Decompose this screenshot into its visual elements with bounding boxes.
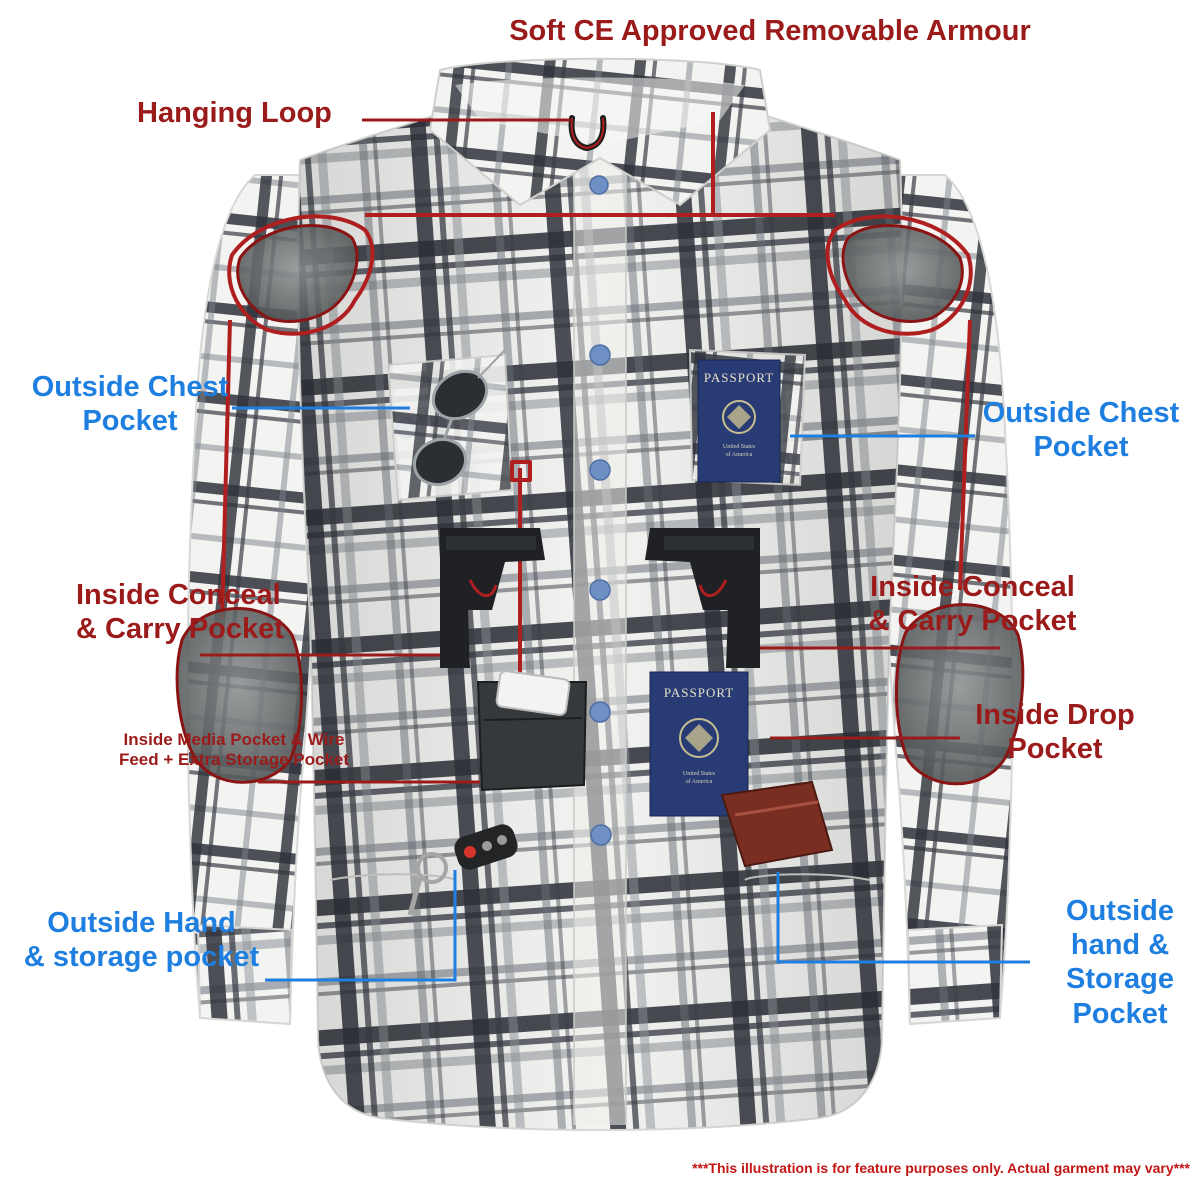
disclaimer-note: ***This illustration is for feature purp…: [600, 1160, 1190, 1176]
passport-bottom-icon: PASSPORT United States of America: [649, 671, 749, 817]
label-hand-right-line3: Storage: [1066, 963, 1174, 996]
label-hand-right-line4: Pocket: [1072, 997, 1168, 1030]
passport-bottom-title: PASSPORT: [664, 685, 734, 700]
car-key-icon: [407, 824, 518, 916]
label-drop-pocket-line1: Inside Drop: [975, 699, 1135, 731]
label-media-pocket-line1: Inside Media Pocket & Wire: [123, 730, 345, 749]
label-armour-text: Soft CE Approved Removable Armour: [509, 15, 1031, 47]
label-conceal-right: Inside Conceal & Carry Pocket: [850, 570, 1095, 638]
label-hand-left: Outside Hand & storage pocket: [4, 906, 279, 974]
label-hanging-loop-text: Hanging Loop: [137, 97, 332, 129]
passport-top-icon: PASSPORT United States of America: [697, 359, 781, 483]
label-hand-left-line1: Outside Hand: [47, 907, 236, 939]
shoulder-armour-pads: [236, 224, 964, 323]
label-chest-right-line2: Pocket: [1033, 431, 1129, 464]
label-drop-pocket: Inside Drop Pocket: [955, 698, 1155, 766]
label-armour: Soft CE Approved Removable Armour: [465, 14, 1075, 48]
label-hand-right-line2: hand &: [1070, 929, 1170, 962]
label-conceal-right-line1: Inside Conceal: [870, 571, 1075, 603]
label-chest-right-line1: Outside Chest: [982, 397, 1180, 429]
passport-top-country-2: of America: [726, 451, 753, 458]
right-cuff: [906, 923, 1004, 1026]
blue-leader-lines: [232, 406, 1030, 982]
label-hanging-loop: Hanging Loop: [137, 96, 332, 130]
wallet-icon: [720, 780, 834, 868]
label-conceal-right-line2: & Carry Pocket: [868, 605, 1077, 638]
disclaimer-text: ***This illustration is for feature purp…: [692, 1160, 1190, 1176]
label-chest-right: Outside Chest Pocket: [965, 396, 1197, 464]
pistol-left-icon: [440, 528, 545, 668]
label-media-pocket-line2: Feed + Extra Storage Pocket: [118, 750, 350, 770]
passport-top-title: PASSPORT: [704, 370, 774, 385]
button-placket: [574, 160, 626, 1125]
right-hand-pocket-seam: [744, 873, 871, 881]
label-media-pocket: Inside Media Pocket & Wire Feed + Extra …: [88, 730, 380, 770]
label-hand-right-line1: Outside: [1066, 895, 1174, 927]
label-conceal-left-line1: Inside Conceal: [76, 579, 281, 611]
label-hand-right: Outside hand & Storage Pocket: [1040, 894, 1200, 1031]
left-cuff: [196, 923, 294, 1026]
label-chest-left: Outside Chest Pocket: [10, 370, 250, 438]
label-hand-left-line2: & storage pocket: [23, 941, 260, 974]
label-conceal-left: Inside Conceal & Carry Pocket: [76, 578, 284, 646]
pistol-right-icon: [645, 528, 760, 668]
label-chest-left-line1: Outside Chest: [31, 371, 229, 403]
left-hand-pocket-seam: [329, 873, 456, 881]
label-conceal-left-line2: & Carry Pocket: [76, 613, 284, 646]
passport-bottom-country-2: of America: [686, 778, 713, 785]
media-pocket-icon: [476, 670, 588, 792]
passport-bottom-country-1: United States: [683, 771, 716, 777]
passport-top-country-1: United States: [723, 444, 756, 450]
red-leader-lines: [200, 118, 1000, 784]
label-drop-pocket-line2: Pocket: [1007, 733, 1103, 766]
sunglasses-icon: [412, 349, 506, 487]
label-chest-left-line2: Pocket: [82, 405, 178, 438]
